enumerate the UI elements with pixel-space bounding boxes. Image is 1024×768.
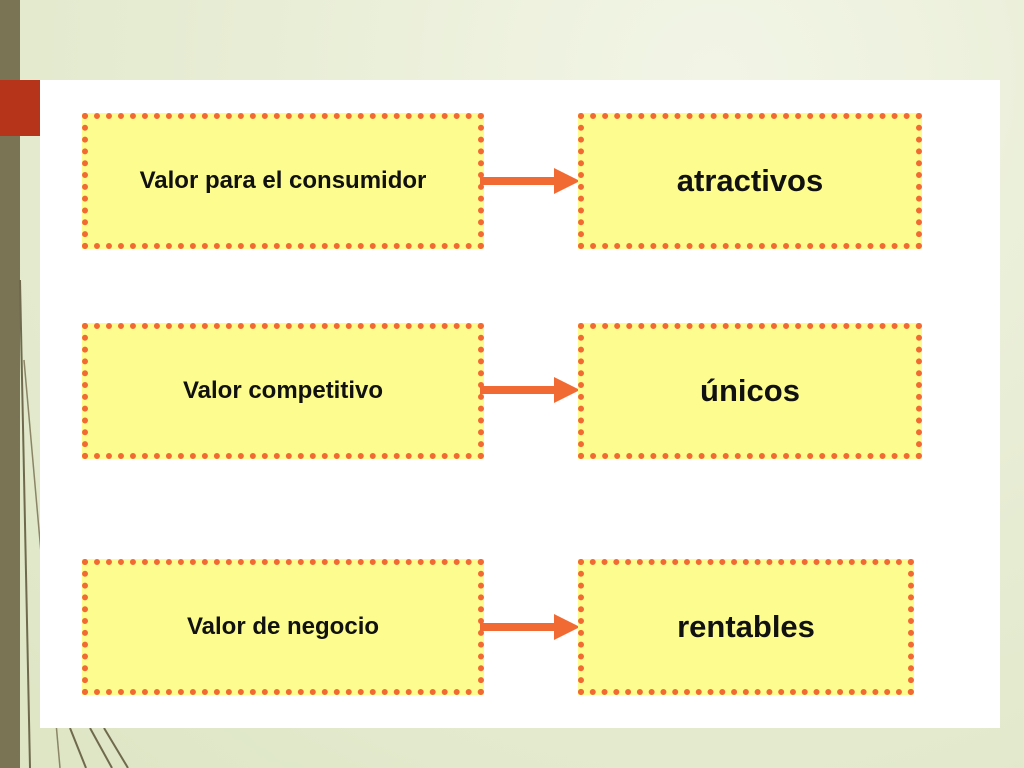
box-valor-consumidor: Valor para el consumidor — [82, 113, 484, 249]
box-label: atractivos — [676, 163, 824, 198]
box-atractivos: atractivos — [578, 113, 922, 249]
left-side-bar — [0, 0, 20, 768]
box-label: Valor de negocio — [186, 613, 380, 640]
box-rentables: rentables — [578, 559, 914, 695]
diagram-panel: Valor para el consumidor atractivos Valo… — [40, 80, 1000, 728]
arrow-right-icon — [480, 377, 580, 403]
accent-block — [0, 80, 40, 136]
box-valor-competitivo: Valor competitivo — [82, 323, 484, 459]
box-unicos: únicos — [578, 323, 922, 459]
box-valor-negocio: Valor de negocio — [82, 559, 484, 695]
arrow-right-icon — [480, 614, 580, 640]
box-label: rentables — [677, 609, 815, 644]
box-label: Valor competitivo — [182, 377, 384, 404]
box-label: únicos — [700, 373, 800, 408]
box-label: Valor para el consumidor — [139, 167, 427, 194]
arrow-right-icon — [480, 168, 580, 194]
